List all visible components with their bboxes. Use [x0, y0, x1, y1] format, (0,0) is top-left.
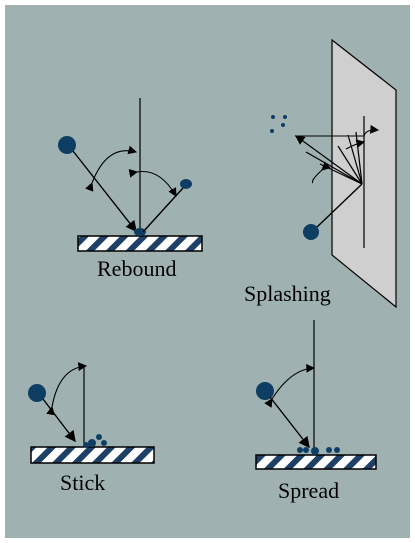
rebound-reflection-angle-arrow — [128, 168, 177, 197]
splashing-jet-4 — [337, 145, 363, 185]
spread-angle-arrow — [264, 363, 316, 408]
rebound-incoming-droplet — [58, 136, 76, 154]
spread-right-blob-2 — [334, 447, 340, 453]
splashing-fragment-4 — [281, 123, 285, 127]
stick-blob-right — [101, 440, 107, 446]
rebound-panel: Rebound — [58, 98, 203, 281]
splashing-jet-5 — [347, 134, 363, 185]
stick-panel: Stick — [28, 362, 155, 495]
splashing-mid-arc-arrow — [345, 139, 366, 150]
splashing-fragment-3 — [270, 129, 274, 133]
stick-surface — [30, 446, 155, 464]
rebound-surface — [77, 235, 203, 252]
stick-blob-left — [83, 442, 89, 448]
rebound-incident-angle-arrow — [85, 145, 138, 192]
spread-panel: Spread — [255, 320, 377, 503]
splashing-label: Splashing — [244, 281, 331, 306]
stick-label: Stick — [60, 470, 105, 495]
splashing-fragment-1 — [271, 115, 275, 119]
splashing-panel: Splashing — [244, 38, 397, 309]
splashing-lower-arc-arrow — [311, 161, 331, 184]
stick-blob-top — [96, 434, 102, 440]
spread-right-blob-1 — [326, 447, 332, 453]
splashing-top-arc-arrow — [363, 124, 380, 137]
stick-angle-arrow — [46, 362, 88, 416]
splashing-jet-1 — [295, 135, 363, 185]
stick-blob-main — [88, 439, 96, 447]
splashing-fragment-2 — [283, 115, 287, 119]
spread-surface — [255, 454, 377, 470]
rebound-label: Rebound — [97, 256, 176, 281]
splashing-incoming-line — [316, 183, 363, 228]
spread-left-blob-2 — [303, 447, 309, 453]
rebound-impact-droplet — [134, 228, 146, 236]
spread-left-blob-1 — [297, 447, 303, 453]
spread-center-blob — [311, 447, 319, 455]
spread-label: Spread — [278, 478, 339, 503]
rebound-outgoing-droplet — [180, 179, 192, 189]
splashing-jet-2 — [305, 151, 363, 185]
splashing-incoming-droplet — [303, 224, 319, 240]
spread-droplet — [256, 382, 274, 400]
stick-droplet — [28, 384, 46, 402]
